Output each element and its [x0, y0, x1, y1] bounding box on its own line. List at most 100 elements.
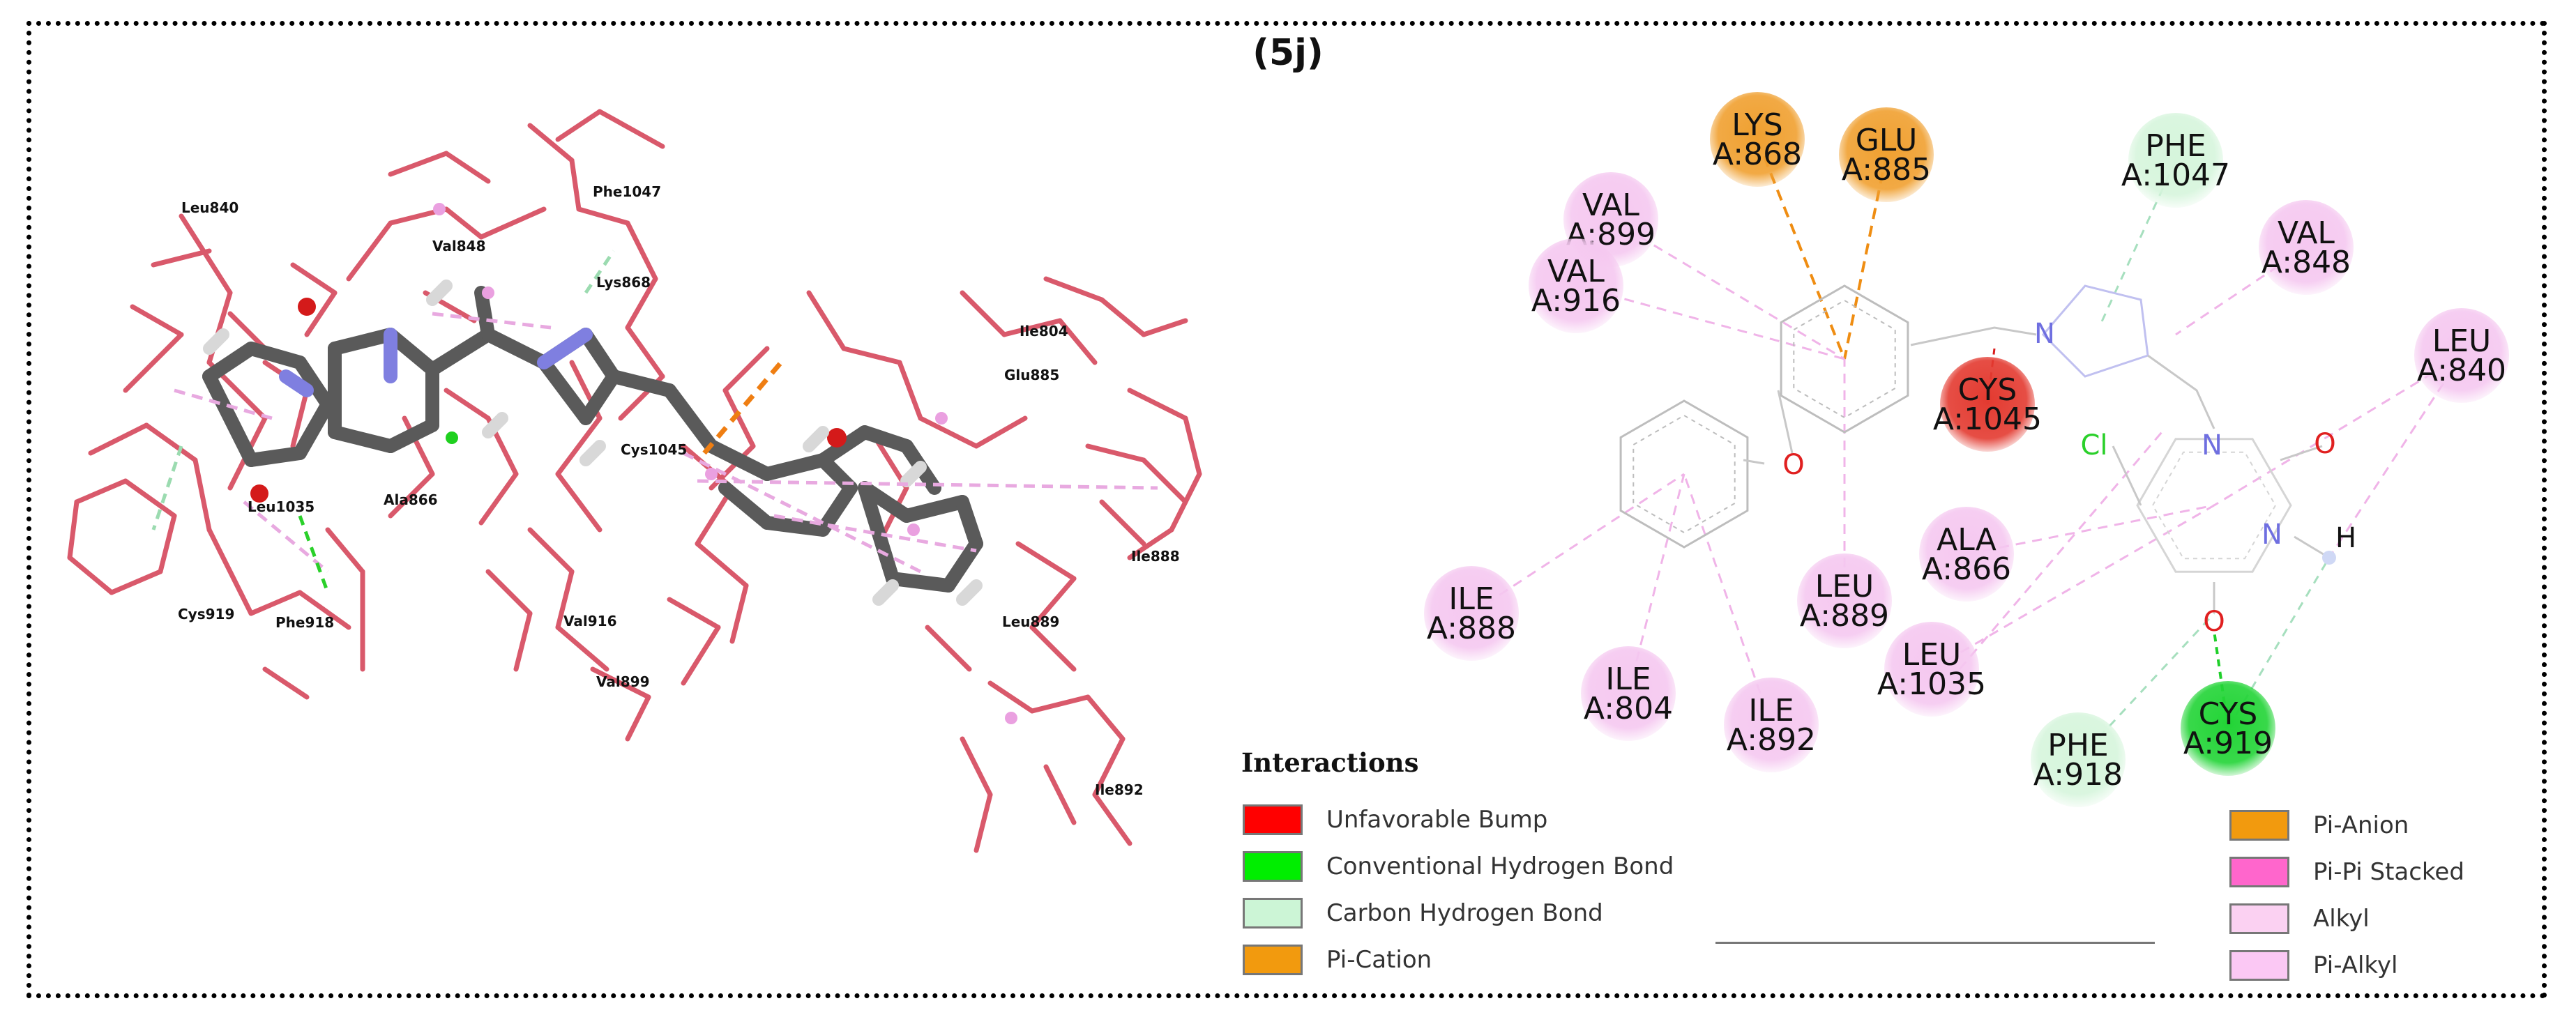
interaction-line-val899 — [1610, 218, 1845, 360]
figure-title: (5j) — [1252, 32, 1324, 74]
pose-residue-label: Val848 — [432, 238, 485, 254]
ligand-stick — [244, 446, 307, 467]
pose-residue-label: Phe1047 — [593, 183, 661, 200]
carbonyl-oxygen-label: O — [2203, 606, 2225, 638]
protein-stick — [123, 332, 184, 393]
ligand-stick — [858, 425, 914, 453]
residue-number: A:916 — [1531, 283, 1621, 319]
protein-stick — [555, 415, 603, 477]
protein-stick — [1127, 388, 1188, 421]
ligand-stick — [704, 439, 774, 481]
residue-number: A:1047 — [2121, 158, 2230, 193]
protein-stick — [206, 527, 254, 616]
residue-name: ILE — [1748, 693, 1794, 728]
ligand-stick — [886, 572, 955, 593]
hydrogen-atom-label: H — [2335, 522, 2356, 554]
residue-number: A:848 — [2261, 245, 2351, 280]
residue-number: A:885 — [1842, 152, 1931, 188]
residue-number: A:1045 — [1933, 402, 2042, 437]
pose-residue-label: Cys919 — [178, 606, 234, 622]
protein-stick — [1099, 297, 1146, 337]
residue-name: ILE — [1448, 581, 1494, 617]
legend-item: Carbon Hydrogen Bond — [1243, 896, 1603, 930]
protein-stick — [109, 569, 163, 595]
legend-swatch — [2229, 950, 2289, 981]
ligand-stick — [481, 328, 551, 369]
residue-disc — [2181, 681, 2275, 776]
chloro-bond — [2112, 445, 2142, 506]
centroid-dot — [907, 524, 920, 536]
pi-alkyl-contact — [682, 451, 922, 574]
residue-disc — [1710, 92, 1805, 187]
ligand-stick — [816, 425, 872, 467]
pi-alkyl-contact — [773, 514, 977, 553]
residue-disc — [1919, 507, 2014, 602]
ligand-stick — [328, 425, 397, 453]
protein-stick — [576, 206, 630, 226]
ligand-stick — [760, 453, 830, 481]
pose-residue-label: Val916 — [563, 613, 616, 629]
protein-stick — [625, 325, 665, 379]
protein-stick — [625, 276, 658, 330]
ligand-stick — [760, 516, 830, 537]
legend-label: Pi-Anion — [2313, 811, 2409, 839]
protein-stick — [478, 471, 519, 526]
residue-disc — [1724, 678, 1819, 772]
protein-stick — [527, 527, 575, 574]
protein-stick — [1127, 527, 1174, 560]
centroid-dot — [433, 203, 446, 215]
protein-stick — [144, 422, 198, 463]
ether-bond — [1743, 459, 1765, 465]
pyrimidine-ring-aromatic — [2151, 451, 2277, 560]
hydrogen-stick — [803, 426, 829, 452]
protein-stick — [897, 360, 923, 421]
protein-stick — [74, 478, 128, 505]
hydrogen-glow — [2322, 551, 2336, 565]
protein-stick — [123, 478, 177, 519]
legend-label: Pi-Alkyl — [2313, 952, 2398, 979]
pose-residue-label: Leu1035 — [248, 498, 315, 515]
interaction-lines — [1471, 139, 2463, 761]
protein-stick — [304, 290, 338, 337]
residue-name: CYS — [2199, 696, 2258, 732]
centroid-dot — [705, 468, 718, 480]
pi-alkyl-contact — [432, 312, 552, 330]
nitrogen-stick — [279, 369, 314, 397]
hydrogen-stick — [203, 328, 229, 355]
oxygen-atom — [298, 298, 316, 316]
protein-stick — [625, 220, 658, 282]
chlorine-atom — [446, 431, 458, 444]
triazole-nitrogen-label: N — [2034, 318, 2055, 350]
protein-stick — [681, 625, 721, 686]
protein-stick — [667, 597, 721, 630]
protein-stick — [262, 666, 310, 700]
residue-number: A:866 — [1922, 551, 2011, 587]
legend-item: Pi-Cation — [1243, 943, 1432, 977]
residue-name: ILE — [1605, 662, 1651, 697]
legend-title: Interactions — [1241, 747, 1419, 778]
ligand-stick — [202, 369, 258, 467]
protein-stick — [158, 513, 177, 574]
ligand-stick — [328, 328, 397, 356]
hydrogen-stick — [956, 579, 983, 606]
protein-stick — [1092, 792, 1132, 846]
protein-stick — [1141, 457, 1188, 505]
residue-name: VAL — [1547, 254, 1605, 289]
residue-disc — [1797, 553, 1892, 648]
residue-name: PHE — [2047, 728, 2108, 763]
